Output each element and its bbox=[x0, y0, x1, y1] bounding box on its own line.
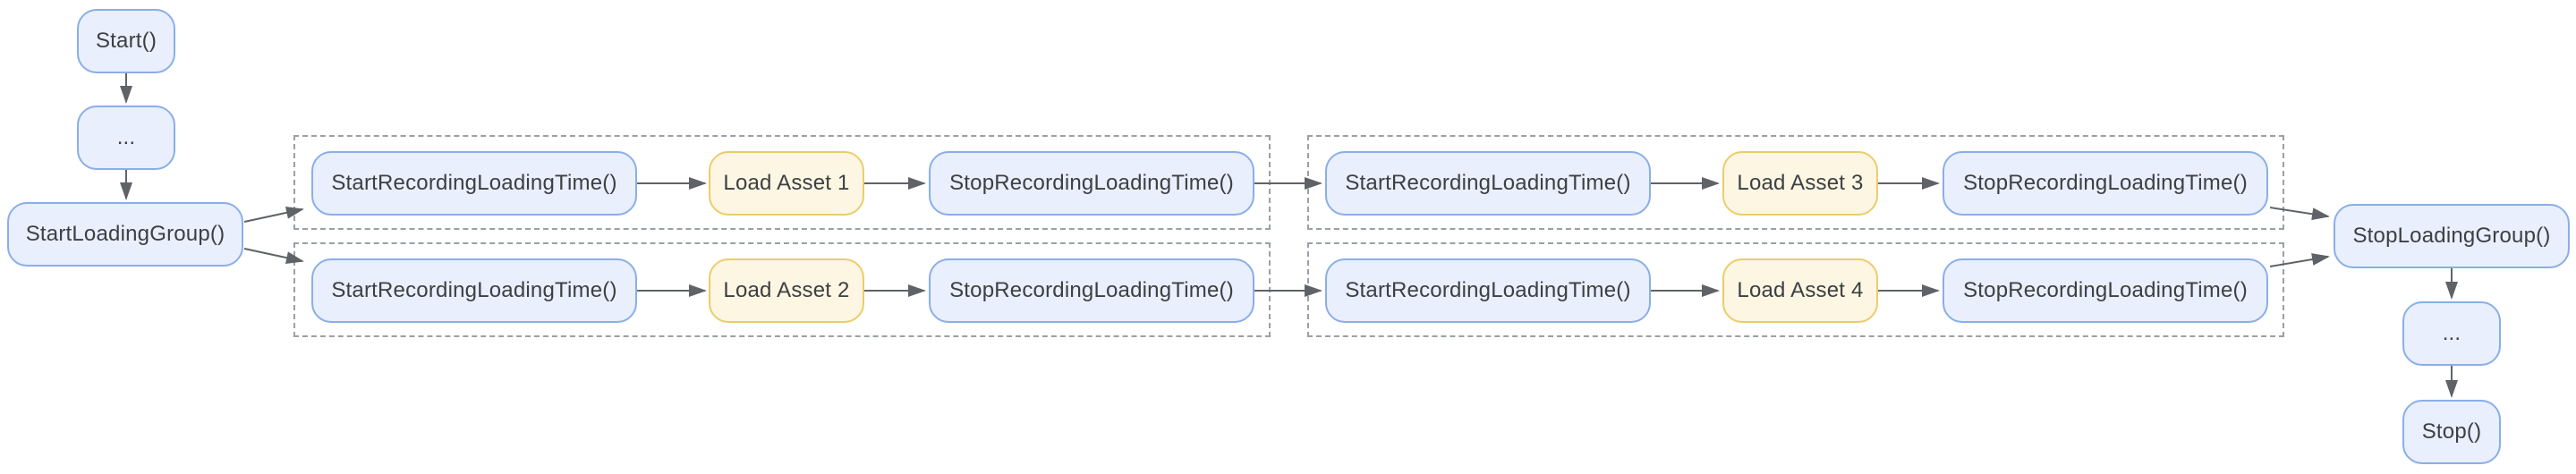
load-asset-1-node: Load Asset 1 bbox=[709, 151, 864, 216]
load-asset-3-node: Load Asset 3 bbox=[1722, 151, 1878, 216]
stop-recording-node-g2r2: StopRecordingLoadingTime() bbox=[1943, 258, 2268, 323]
start-recording-node-g2r1: StartRecordingLoadingTime() bbox=[1325, 151, 1651, 216]
start-loading-group-node: StartLoadingGroup() bbox=[7, 202, 243, 267]
start-recording-node-g1r2: StartRecordingLoadingTime() bbox=[311, 258, 637, 323]
ellipsis-node-left: ... bbox=[77, 106, 175, 170]
stop-loading-group-node: StopLoadingGroup() bbox=[2334, 204, 2570, 268]
start-node: Start() bbox=[77, 9, 175, 73]
ellipsis-node-right: ... bbox=[2402, 301, 2501, 366]
stop-recording-node-g1r2: StopRecordingLoadingTime() bbox=[929, 258, 1254, 323]
start-recording-node-g2r2: StartRecordingLoadingTime() bbox=[1325, 258, 1651, 323]
stop-recording-node-g1r1: StopRecordingLoadingTime() bbox=[929, 151, 1254, 216]
start-recording-node-g1r1: StartRecordingLoadingTime() bbox=[311, 151, 637, 216]
stop-recording-node-g2r1: StopRecordingLoadingTime() bbox=[1943, 151, 2268, 216]
load-asset-2-node: Load Asset 2 bbox=[709, 258, 864, 323]
stop-node: Stop() bbox=[2402, 400, 2501, 464]
load-asset-4-node: Load Asset 4 bbox=[1722, 258, 1878, 323]
